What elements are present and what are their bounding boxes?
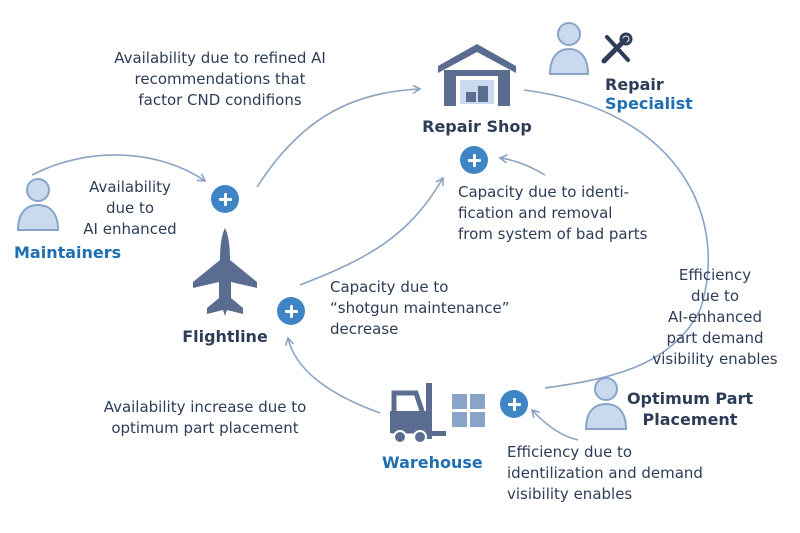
arrow-warehouse-to-flightline (284, 336, 381, 414)
plus-icon (500, 390, 528, 418)
arrow-maintainers-to-flightline (31, 154, 207, 182)
repair-specialist-label-line2: Specialist (605, 94, 693, 113)
wrench-screwdriver-icon (599, 32, 633, 70)
arrow-to-repair-capacity (498, 154, 546, 176)
flightline-label: Flightline (182, 327, 268, 346)
plus-icon (460, 146, 488, 174)
annotation-shotgun: Capacity due to “shotgun maintenance” de… (330, 278, 510, 338)
annotation-part-placement: Availability increase due to optimum par… (103, 398, 307, 437)
maintainers-label: Maintainers (14, 243, 122, 262)
fighter-jet-icon (189, 226, 261, 322)
annotation-efficiency-ai: Efficiency due to AI-enhanced part deman… (652, 266, 778, 368)
optimum-part-placement-label: Optimum Part Placement (626, 389, 754, 429)
arrow-repair-shop-to-warehouse (523, 89, 709, 389)
forklift-icon (386, 381, 446, 449)
warehouse-label: Warehouse (382, 453, 483, 472)
annotation-refined-ai: Availability due to refined AI recommend… (114, 49, 326, 109)
arrow-optimum-to-warehouse (530, 408, 579, 441)
repair-specialist-label-line1: Repair (605, 75, 664, 94)
arrow-flightline-to-bad-parts (299, 176, 444, 286)
person-icon (547, 20, 591, 80)
warehouse-building-icon (432, 42, 522, 112)
plus-icon (277, 297, 305, 325)
crates-icon (451, 393, 487, 433)
annotation-identilization: Efficiency due to identilization and dem… (507, 443, 703, 503)
person-icon (14, 176, 62, 236)
annotation-ai-enhanced: Availability due to AI enhanced (83, 178, 177, 238)
repair-shop-label: Repair Shop (422, 117, 532, 136)
plus-icon (211, 185, 239, 213)
person-icon (582, 375, 630, 435)
arrow-flightline-to-repair-shop (256, 84, 422, 188)
annotation-bad-parts: Capacity due to identi- fication and rem… (458, 183, 648, 243)
